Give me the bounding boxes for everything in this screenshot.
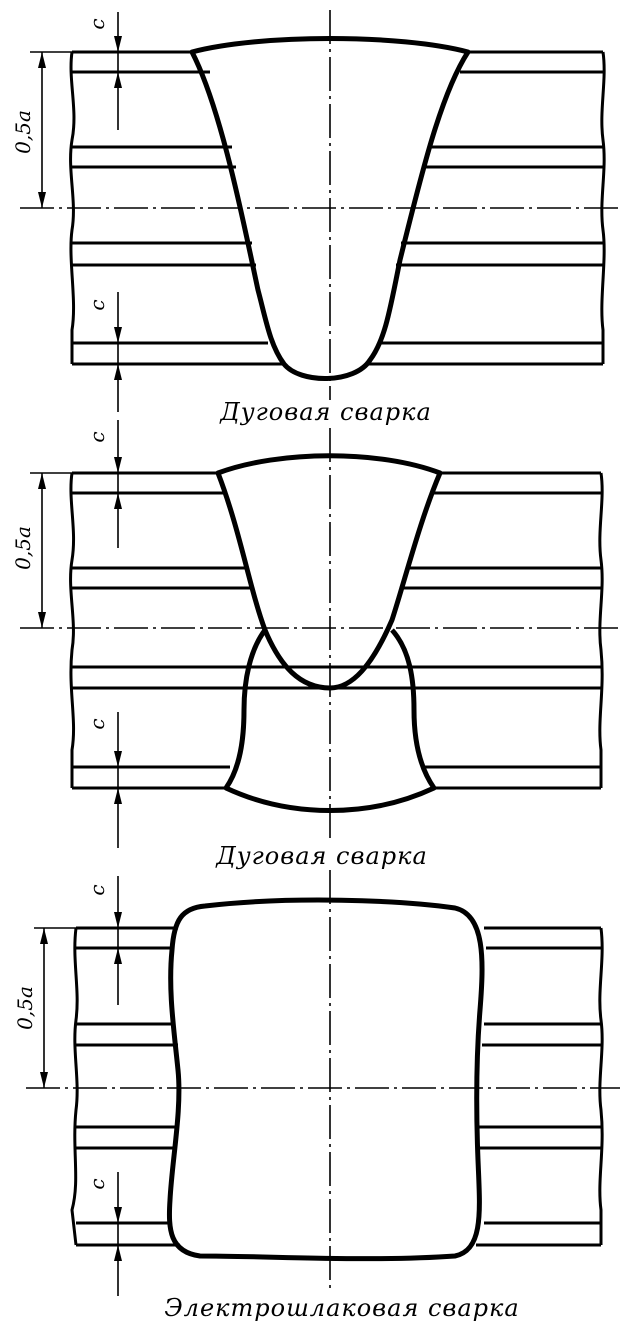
- dim-c-bottom: c: [85, 292, 122, 412]
- dim-half-thickness: 0,5a: [11, 472, 72, 628]
- plate-layers: [69, 50, 606, 366]
- dim-half-thickness: 0,5a: [13, 927, 76, 1088]
- dim-c-bottom: c: [85, 1172, 122, 1296]
- caption: Дуговая сварка: [215, 842, 428, 870]
- dim-c-bottom-label: c: [85, 299, 109, 310]
- dim-c-bottom-label: c: [85, 1178, 109, 1189]
- dim-c-bottom: c: [85, 712, 122, 848]
- weld-contour: [189, 36, 471, 381]
- weld-contour-top: [215, 453, 443, 691]
- dim-c-top: c: [85, 12, 122, 130]
- dim-half-label: 0,5a: [11, 526, 35, 570]
- dim-c-top-label: c: [85, 884, 109, 895]
- dim-half-label: 0,5a: [13, 986, 37, 1030]
- diagram-arc-welding-double: 0,5a c c Дуговая сварка: [11, 420, 620, 870]
- dim-half-label: 0,5a: [11, 110, 35, 154]
- dim-c-top-label: c: [85, 18, 109, 29]
- plate-layers: [69, 471, 604, 790]
- weld-contour: [166, 897, 485, 1262]
- caption: Дуговая сварка: [219, 398, 432, 426]
- dim-c-bottom-label: c: [85, 718, 109, 729]
- caption: Электрошлаковая сварка: [164, 1294, 519, 1322]
- diagram-electroslag-welding: 0,5a c c Электрошлаковая сварка: [13, 870, 620, 1322]
- dim-c-top: c: [85, 876, 122, 1005]
- diagram-arc-welding-single: 0,5a c c Дуговая сварка: [11, 10, 620, 426]
- dim-half-thickness: 0,5a: [11, 51, 72, 208]
- dim-c-top-label: c: [85, 431, 109, 442]
- plate-layers: [70, 926, 604, 1247]
- dim-c-top: c: [85, 420, 122, 548]
